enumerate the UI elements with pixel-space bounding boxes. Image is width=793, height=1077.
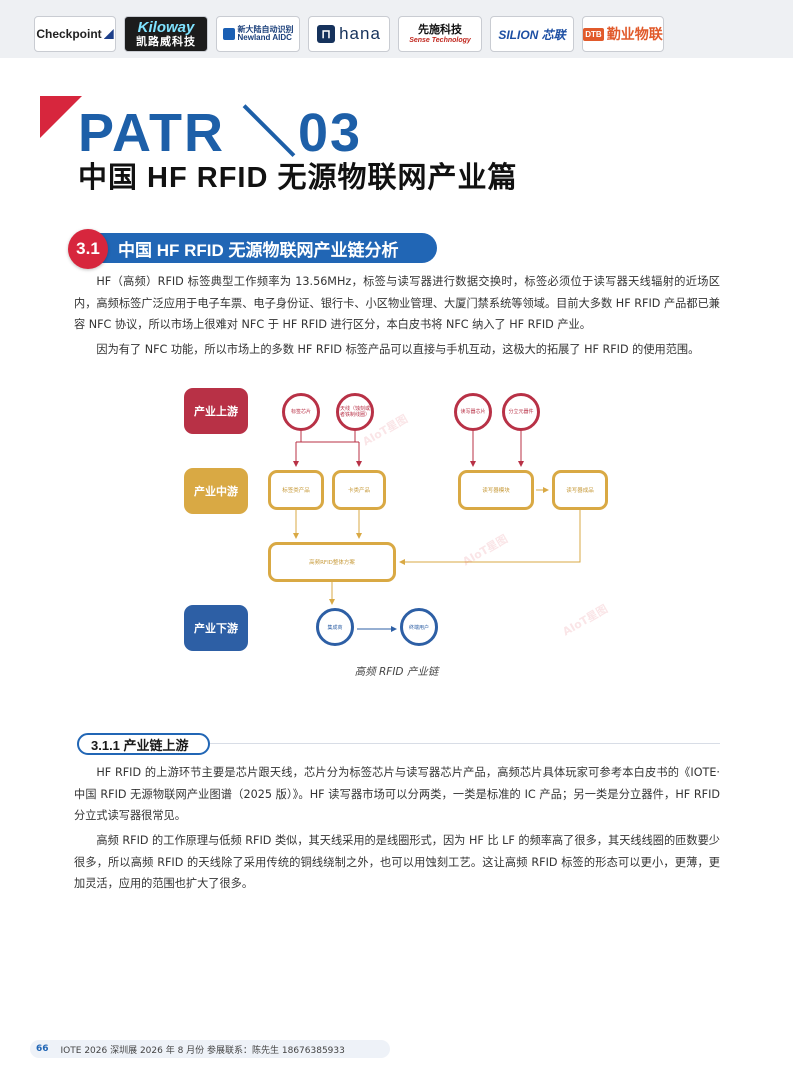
- stage-upstream: 产业上游: [184, 388, 248, 434]
- dtb-logo-tag: DTB: [583, 27, 604, 41]
- sponsor-logo-bar: Checkpoint Kiloway 凯路威科技 新大陆自动识别 Newland…: [0, 0, 793, 58]
- upstream-left-connector: [293, 431, 362, 467]
- node-antenna: 天线（蚀刻或者铁制线圈）: [336, 393, 374, 431]
- industry-chain-diagram: AIoT星图 AIoT星图 AIoT星图 产业上游 产业中游 产业下游 标签芯片…: [170, 382, 620, 682]
- figure-caption: 高频 RFID 产业链: [354, 666, 439, 678]
- node-discrete-components: 分立元器件: [502, 393, 540, 431]
- sense-logo-en: Sense Technology: [409, 36, 471, 44]
- page-footer: 66 IOTE 2026 深圳展 2026 年 8 月份 参展联系：陈先生 18…: [30, 1040, 390, 1058]
- newland-logo: 新大陆自动识别 Newland AIDC: [216, 16, 300, 52]
- section-number: 3.1: [68, 229, 108, 269]
- node-end-user: 终端用户: [400, 608, 438, 646]
- checkpoint-logo: Checkpoint: [34, 16, 116, 52]
- kiloway-logo-en: Kiloway: [137, 19, 195, 36]
- node-reader-chip: 读写器芯片: [454, 393, 492, 431]
- dtb-logo: DTB 勤业物联: [582, 16, 664, 52]
- midstream-to-solution-connector: [293, 510, 581, 565]
- node-card-products: 卡类产品: [332, 470, 386, 510]
- newland-logo-cn: 新大陆自动识别: [237, 24, 294, 34]
- node-hf-solution: 高频RFID整体方案: [268, 542, 396, 582]
- kiloway-logo-cn: 凯路威科技: [136, 36, 196, 48]
- page-number: 66: [36, 1044, 49, 1054]
- upstream-right-connector: [470, 431, 524, 467]
- node-integrator: 集成商: [316, 608, 354, 646]
- corner-triangle-decoration: [40, 96, 82, 138]
- paragraph-hf-intro: HF（高频）RFID 标签典型工作频率为 13.56MHz，标签与读写器进行数据…: [74, 275, 720, 331]
- hana-logo-text: hana: [339, 24, 381, 43]
- silion-logo: SILION 芯联: [490, 16, 574, 52]
- subsection-rule: [210, 743, 720, 744]
- silion-logo-text: SILION 芯联: [498, 27, 566, 42]
- paragraph-nfc: 因为有了 NFC 功能，所以市场上的多数 HF RFID 标签产品可以直接与手机…: [96, 343, 700, 356]
- kiloway-logo: Kiloway 凯路威科技: [124, 16, 208, 52]
- node-reader-product: 读写器成品: [552, 470, 608, 510]
- part-title: PATR ＼03: [78, 103, 363, 163]
- newland-logo-en: Newland AIDC: [237, 33, 292, 42]
- sense-logo: 先施科技 Sense Technology: [398, 16, 482, 52]
- paragraph-antenna: 高频 RFID 的工作原理与低频 RFID 类似，其天线采用的是线圈形式，因为 …: [74, 834, 720, 890]
- hana-mark-icon: ⊓: [317, 25, 336, 43]
- chapter-title: 中国 HF RFID 无源物联网产业篇: [78, 162, 518, 194]
- paragraph-upstream: HF RFID 的上游环节主要是芯片跟天线，芯片分为标签芯片与读写器芯片产品，高…: [74, 766, 720, 822]
- stage-downstream: 产业下游: [184, 605, 248, 651]
- checkpoint-logo-text: Checkpoint: [36, 27, 102, 41]
- checkpoint-mark-icon: [103, 29, 114, 39]
- newland-mark-icon: [222, 28, 235, 40]
- node-reader-module: 读写器模块: [458, 470, 534, 510]
- hana-logo: ⊓ hana: [308, 16, 390, 52]
- stage-midstream: 产业中游: [184, 468, 248, 514]
- node-tag-products: 标签类产品: [268, 470, 324, 510]
- footer-text: IOTE 2026 深圳展 2026 年 8 月份 参展联系：陈先生 18676…: [60, 1045, 345, 1056]
- node-tag-chip: 标签芯片: [282, 393, 320, 431]
- sense-logo-cn: 先施科技: [418, 23, 462, 36]
- section-title: 中国 HF RFID 无源物联网产业链分析: [86, 233, 437, 263]
- dtb-logo-cn: 勤业物联: [606, 26, 663, 42]
- subsection-title: 3.1.1 产业链上游: [77, 733, 210, 755]
- diagram-connectors: [293, 431, 581, 632]
